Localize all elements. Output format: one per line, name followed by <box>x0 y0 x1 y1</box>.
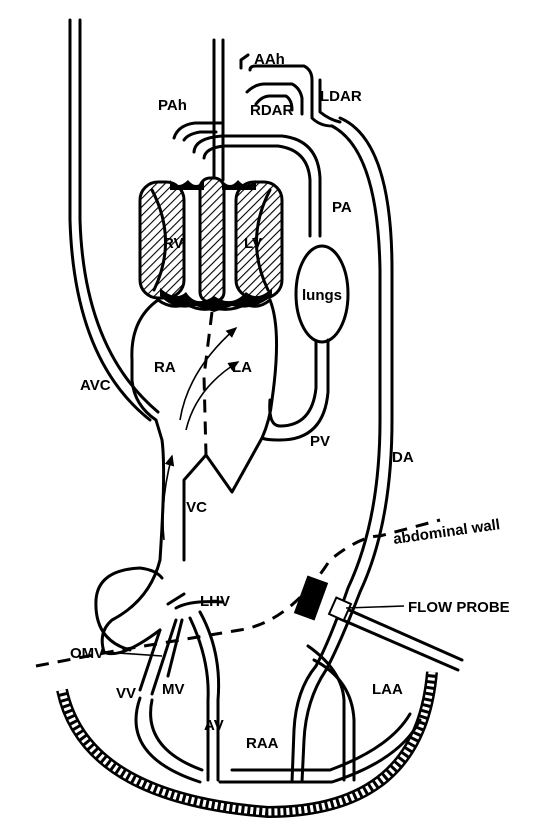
pulmonary-circulation <box>260 244 350 442</box>
label-abdominal-wall: abdominal wall <box>392 516 501 548</box>
label-lungs: lungs <box>302 287 342 304</box>
label-pah: PAh <box>158 97 187 114</box>
atria <box>130 298 279 562</box>
omv-leader <box>103 651 163 657</box>
label-lhv: LHV <box>200 593 230 610</box>
label-vv: VV <box>116 685 136 702</box>
label-omv: OMV <box>70 645 104 662</box>
label-ldar: LDAR <box>320 88 362 105</box>
ventricular-septum <box>198 176 226 304</box>
body-contour <box>56 671 438 819</box>
label-rdar: RDAR <box>250 102 293 119</box>
abdominal-wall-line <box>35 518 441 668</box>
flow-probe[interactable] <box>293 575 464 672</box>
label-ra: RA <box>154 359 176 376</box>
label-aah: AAh <box>254 51 285 68</box>
lungs-shape <box>294 244 350 344</box>
dorsal-aorta <box>314 116 394 672</box>
abdominal-arteries <box>134 644 422 784</box>
label-pa: PA <box>332 199 352 216</box>
label-pv: PV <box>310 433 330 450</box>
label-ivc: IVC <box>182 499 207 516</box>
label-la: LA <box>232 359 252 376</box>
aortic-arches <box>172 38 342 238</box>
label-da: DA <box>392 449 414 466</box>
label-raa: RAA <box>246 735 279 752</box>
label-laa: LAA <box>372 681 403 698</box>
label-rv: RV <box>163 235 184 252</box>
label-flow-probe: FLOW PROBE <box>408 599 510 616</box>
label-av: AV <box>204 717 224 734</box>
anterior-vena-cava <box>68 18 160 422</box>
label-lv: LV <box>244 235 262 252</box>
right-ventricle-wall <box>138 180 186 300</box>
label-avc: AVC <box>80 377 111 394</box>
label-mv: MV <box>162 681 185 698</box>
